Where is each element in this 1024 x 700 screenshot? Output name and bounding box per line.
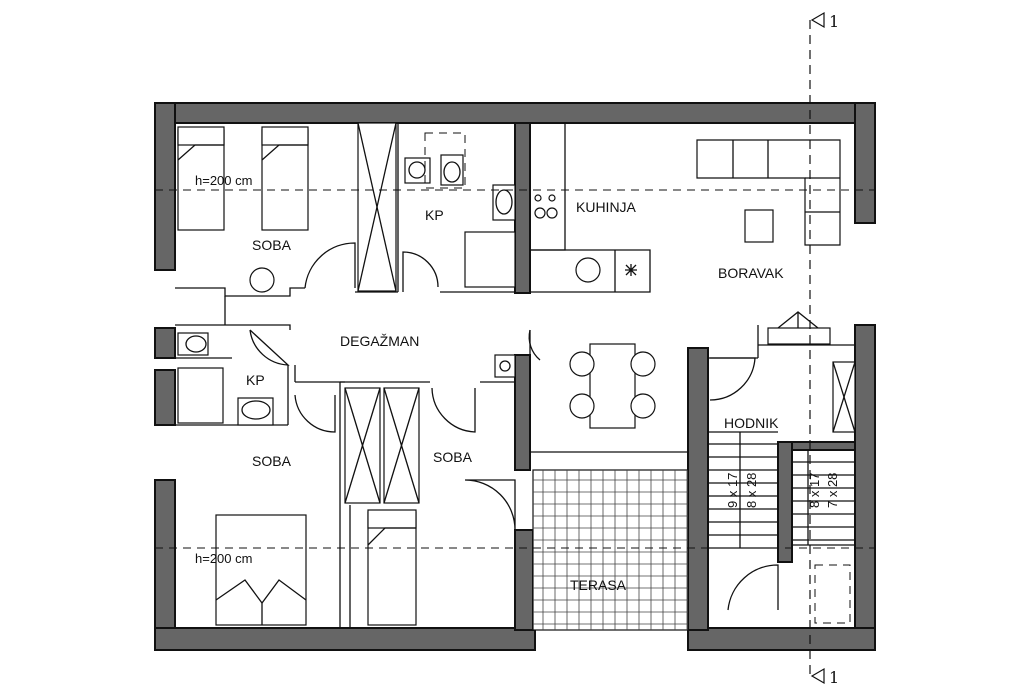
room-label-terasa: TERASA (570, 577, 627, 593)
room-label-degazman: DEGAŽMAN (340, 333, 419, 349)
furniture (177, 126, 841, 626)
doors (249, 242, 779, 611)
section-label-bottom: 1 (829, 668, 839, 687)
section-label-top: 1 (829, 12, 839, 31)
stair-label-right-a: 8 x 17 (807, 473, 822, 508)
room-label-soba-bottom-left: SOBA (252, 453, 292, 469)
height-annotation-top: h=200 cm (195, 173, 252, 188)
stairs (708, 432, 855, 624)
height-annotation-bottom: h=200 cm (195, 551, 252, 566)
room-label-kp-top: KP (425, 207, 444, 223)
stair-label-left-a: 9 x 17 (725, 473, 740, 508)
section-mark-bottom: 1 (810, 667, 839, 687)
stair-labels: 9 x 17 8 x 28 8 x 17 7 x 28 (725, 473, 840, 508)
stair-label-left-b: 8 x 28 (744, 473, 759, 508)
stair-label-right-b: 7 x 28 (825, 473, 840, 508)
room-label-soba-top: SOBA (252, 237, 292, 253)
room-label-soba-bottom-mid: SOBA (433, 449, 473, 465)
guide-lines (155, 20, 875, 680)
section-mark-top: 1 (810, 11, 839, 31)
room-label-hodnik: HODNIK (724, 415, 779, 431)
room-label-boravak: BORAVAK (718, 265, 784, 281)
room-label-kp-mid: KP (246, 372, 265, 388)
room-label-kuhinja: KUHINJA (576, 199, 637, 215)
room-labels: SOBA KP KUHINJA BORAVAK DEGAŽMAN KP SOBA… (195, 173, 784, 593)
terrace-grid (532, 469, 689, 631)
